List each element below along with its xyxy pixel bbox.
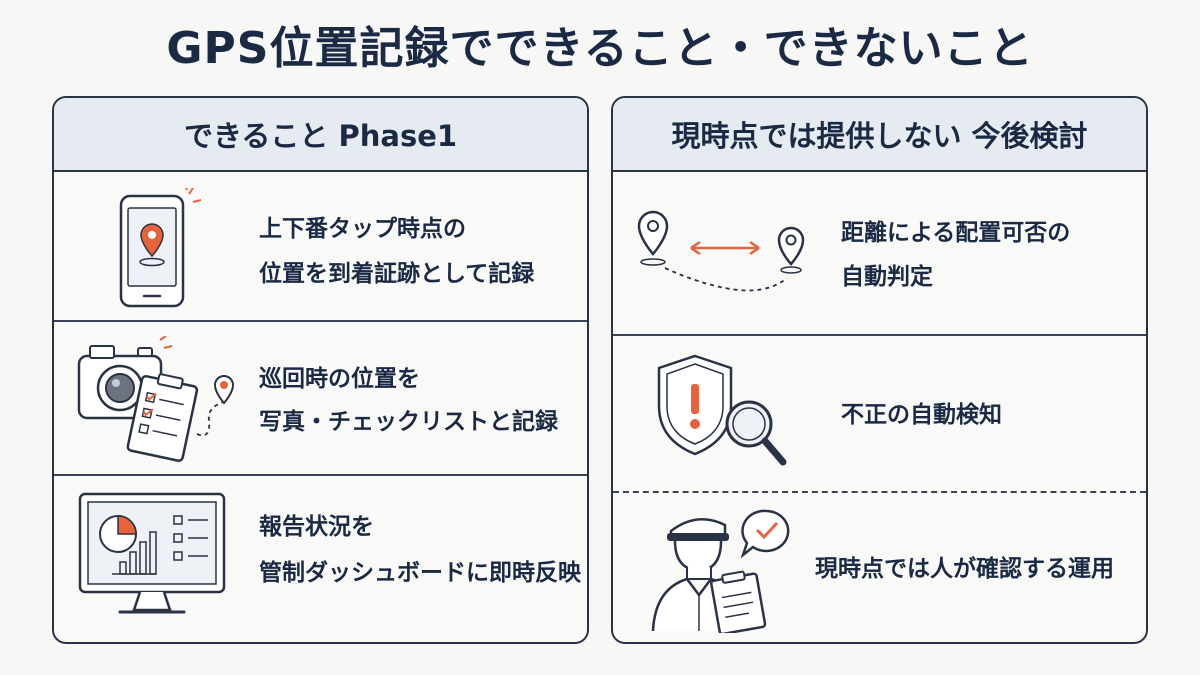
- left-divider-1: [54, 320, 587, 322]
- item-patrol-text-1: 巡回時の位置を: [259, 366, 420, 392]
- item-dashboard-text-2: 管制ダッシュボードに即時反映: [259, 560, 581, 586]
- distance-pins-icon: [637, 210, 805, 292]
- shield-magnifier-icon: [657, 354, 787, 466]
- right-divider-1: [613, 334, 1146, 336]
- item-fraud-text: 不正の自動検知: [841, 402, 1002, 428]
- smartphone-location-icon: [119, 188, 202, 308]
- right-divider-2: [613, 491, 1146, 493]
- item-distance-text-1: 距離による配置可否の: [841, 220, 1071, 246]
- item-arrival-text-1: 上下番タップ時点の: [259, 216, 466, 242]
- cannot-do-panel: 現時点では提供しない 今後検討 距離による配置可否の 自動判定 不正の自動検知: [611, 96, 1148, 644]
- cannot-do-header: 現時点では提供しない 今後検討: [613, 98, 1146, 172]
- item-patrol-text-2: 写真・チェックリストと記録: [259, 409, 558, 435]
- item-dashboard-text-1: 報告状況を: [259, 514, 374, 540]
- can-do-header: できること Phase1: [54, 98, 587, 172]
- can-do-panel: できること Phase1 上下番タップ時点の 位置を到着証跡として記録: [52, 96, 589, 644]
- item-distance-text-2: 自動判定: [841, 264, 933, 290]
- inspector-clipboard-icon: [651, 509, 790, 633]
- left-divider-2: [54, 474, 587, 476]
- item-arrival-text-2: 位置を到着証跡として記録: [259, 261, 535, 287]
- page-title: GPS位置記録でできること・できないこと: [166, 23, 1034, 74]
- item-manual-check-text: 現時点では人が確認する運用: [815, 556, 1114, 582]
- dashboard-monitor-icon: [78, 492, 226, 614]
- camera-checklist-icon: [77, 336, 235, 462]
